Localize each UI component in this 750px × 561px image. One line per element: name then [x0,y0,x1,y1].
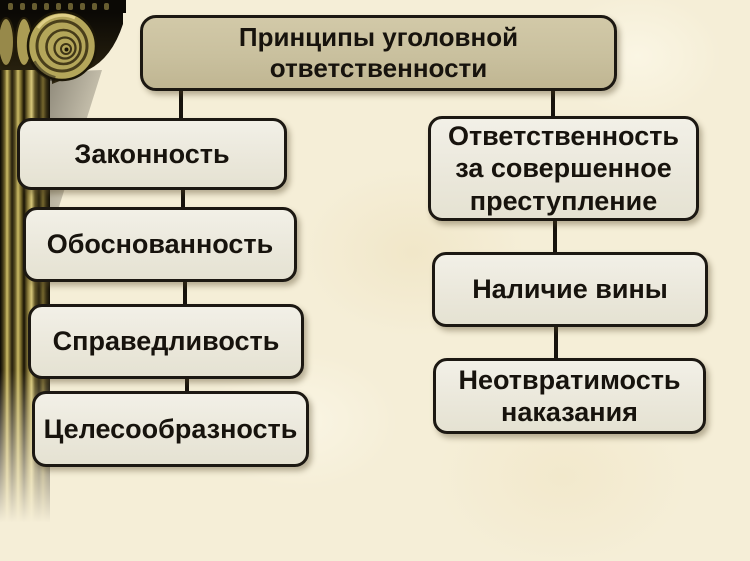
node-expediency-label: Целесообразность [43,413,298,444]
node-inevitability-label: Неотвратимость наказания [458,364,681,427]
connector-guilt-to-inevitability [554,325,558,360]
connector-title-to-legality [179,88,183,120]
node-justice-label: Справедливость [52,326,280,357]
node-guilt-label: Наличие вины [472,274,668,305]
connector-responsibility-to-guilt [553,219,557,254]
node-justice: Справедливость [28,304,304,379]
title-label: Принципы уголовной ответственности [238,21,519,83]
node-guilt: Наличие вины [432,252,708,327]
node-expediency: Целесообразность [32,391,309,467]
title-box: Принципы уголовной ответственности [140,15,617,91]
node-validity-label: Обоснованность [46,229,274,260]
connector-title-to-responsibility [551,88,555,118]
node-validity: Обоснованность [23,207,297,282]
node-legality-label: Законность [74,138,230,169]
connector-justice-to-expediency [185,376,189,393]
node-inevitability: Неотвратимость наказания [433,358,706,434]
connector-legality-to-validity [181,188,185,209]
node-responsibility: Ответственность за совершенное преступле… [428,116,699,221]
node-responsibility-label: Ответственность за совершенное преступле… [447,120,680,216]
connector-validity-to-justice [183,280,187,306]
node-legality: Законность [17,118,287,190]
